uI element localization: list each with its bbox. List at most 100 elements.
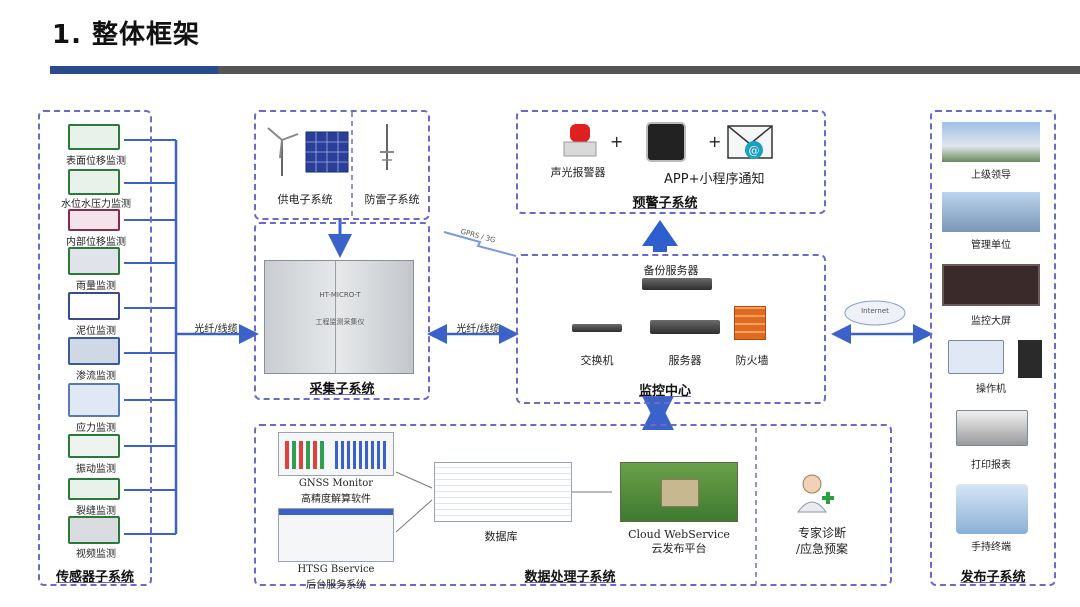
header-rule [218, 66, 1080, 74]
header-rule-accent [50, 66, 218, 74]
plus-sign-2: + [708, 132, 722, 151]
server-label: 服务器 [668, 354, 702, 367]
publish-subsystem-title: 发布子系统 [960, 570, 1026, 585]
htsg-screen-titlebar [279, 509, 393, 515]
sensor-label-2: 内部位移监测 [66, 237, 126, 248]
publish-image-3-monitor [948, 340, 1004, 374]
alarm-label: 声光报警器 [550, 166, 606, 179]
sensor-label-0: 表面位移监测 [66, 156, 126, 167]
lightning-label: 防雷子系统 [364, 193, 420, 206]
wind-turbine-icon [267, 127, 299, 176]
sensor-label-1: 水位水压力监测 [61, 199, 131, 210]
publish-label-2: 监控大屏 [971, 316, 1011, 327]
sensor-image-1 [68, 169, 120, 195]
data-processing-box [254, 424, 892, 586]
sensor-image-5 [68, 337, 120, 365]
gnss-db-line [395, 471, 433, 489]
htsg-name-label: HTSG Bservice [297, 564, 375, 575]
sensor-label-5: 渗流监测 [76, 371, 116, 382]
sensor-label-4: 泥位监测 [76, 326, 116, 337]
publish-subsystem-box [930, 110, 1056, 586]
server-icon [650, 320, 720, 334]
sensor-label-8: 裂缝监测 [76, 506, 116, 517]
monitor-to-warning-arrow [642, 220, 678, 252]
cloud-screen-building [661, 479, 699, 507]
htsg-db-line [395, 499, 433, 533]
warning-subsystem-title: 预警子系统 [632, 196, 698, 211]
firewall-label: 防火墙 [735, 354, 769, 367]
database-screen [434, 462, 572, 522]
fiber-mid-label: 光纤/线缆 [456, 324, 500, 335]
monitor-center-box [516, 254, 826, 404]
publish-image-3-tower [1018, 340, 1042, 378]
switch-label: 交换机 [580, 354, 614, 367]
gprs-link-line [443, 231, 517, 257]
doctor-icon [797, 474, 834, 513]
collection-cabinet: HT-MICRO-T 工程监测采集仪 [264, 260, 414, 374]
cloud-name-label: Cloud WebService [628, 528, 730, 541]
monitor-center-title: 监控中心 [638, 384, 691, 399]
phone-icon [646, 122, 686, 162]
sensor-image-9 [68, 516, 120, 544]
collection-subsystem-box [254, 222, 430, 400]
publish-image-0 [942, 122, 1040, 162]
sensor-label-7: 振动监测 [76, 464, 116, 475]
collection-subsystem-title: 采集子系统 [309, 382, 375, 397]
gnss-desc-label: 高精度解算软件 [301, 494, 371, 505]
sensor-image-3 [68, 247, 120, 275]
cabinet-model-label: HT-MICRO-T [319, 291, 361, 299]
publish-label-3: 操作机 [976, 384, 1006, 395]
cabinet-name-label: 工程监测采集仪 [315, 318, 365, 326]
sensor-image-4 [68, 292, 120, 320]
switch-icon [572, 324, 622, 332]
backup-server-label: 备份服务器 [643, 264, 699, 277]
cabinet-door-seam [335, 261, 336, 373]
alarm-light-icon [563, 124, 597, 157]
gnss-screen-bars [335, 441, 387, 469]
publish-image-2 [942, 264, 1040, 306]
sensor-image-7 [68, 434, 120, 458]
internet-cloud-icon [844, 300, 906, 326]
sensor-label-9: 视频监测 [76, 549, 116, 560]
sensor-label-6: 应力监测 [76, 423, 116, 434]
warning-subsystem-box [516, 110, 826, 214]
sensor-image-8 [68, 478, 120, 500]
sensor-image-6 [68, 383, 120, 417]
app-notify-label: APP+小程序通知 [664, 172, 765, 187]
solar-panel-icon [305, 131, 349, 173]
publish-image-5 [956, 484, 1028, 534]
expert-line2: /应急预案 [795, 542, 849, 556]
fiber-left-label: 光纤/线缆 [194, 324, 238, 335]
email-icon: @ [727, 125, 773, 159]
sensor-subsystem-box [38, 110, 152, 586]
power-label: 供电子系统 [277, 193, 333, 206]
lightning-rod-icon [380, 124, 394, 170]
backup-server-icon [642, 278, 712, 290]
sensor-label-3: 雨量监测 [76, 281, 116, 292]
publish-label-1: 管理单位 [971, 240, 1011, 251]
htsg-screen [278, 508, 394, 562]
sensor-image-0 [68, 124, 120, 150]
cloud-desc-label: 云发布平台 [651, 542, 707, 555]
power-subsystem-box [254, 110, 430, 220]
data-processing-title: 数据处理子系统 [524, 570, 616, 585]
publish-label-5: 手持终端 [971, 542, 1011, 553]
publish-image-1 [942, 192, 1040, 232]
database-label: 数据库 [484, 530, 518, 543]
publish-image-4 [956, 410, 1028, 446]
gnss-name-label: GNSS Monitor [298, 478, 374, 489]
page-title: 1. 整体框架 [52, 20, 201, 50]
svg-text:@: @ [749, 144, 760, 157]
htsg-desc-label: 后台服务系统 [306, 580, 366, 591]
plus-sign-1: + [610, 132, 624, 151]
sensor-subsystem-title: 传感器子系统 [55, 570, 134, 585]
gnss-screen [278, 432, 394, 476]
gnss-screen-grid [285, 441, 325, 469]
sensor-image-2 [68, 209, 120, 231]
internet-label: Internet [861, 307, 889, 315]
firewall-icon [734, 306, 766, 340]
cloud-screen [620, 462, 738, 522]
expert-line1: 专家诊断 [797, 526, 846, 540]
publish-label-0: 上级领导 [971, 170, 1011, 181]
publish-label-4: 打印报表 [971, 460, 1011, 471]
